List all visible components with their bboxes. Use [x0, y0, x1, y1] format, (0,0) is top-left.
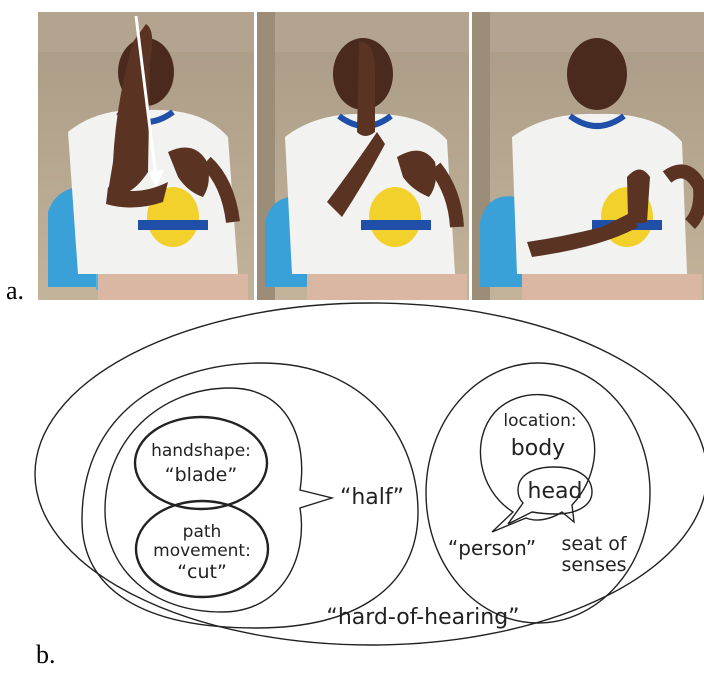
photo-frame-2: [257, 12, 469, 300]
photo-frame-1: [38, 12, 254, 300]
seat-label-line1: seat of: [561, 533, 627, 555]
location-label: location:: [503, 411, 576, 431]
seat-label-line2: senses: [561, 554, 626, 576]
handshape-label: handshape:: [151, 441, 251, 461]
hard-of-hearing-label: “hard-of-hearing”: [326, 605, 519, 630]
half-label: “half”: [340, 485, 404, 510]
location-value: body: [511, 436, 565, 461]
person-label: “person”: [448, 536, 536, 560]
outer-ellipse: [35, 303, 704, 645]
handshape-ellipse: [135, 417, 267, 509]
path-label-line2: movement:: [153, 541, 251, 561]
head-label: head: [528, 479, 583, 504]
path-value: “cut”: [177, 561, 227, 583]
handshape-value: “blade”: [165, 464, 237, 486]
path-label-line1: path: [183, 522, 222, 542]
photo-strip: [38, 12, 704, 300]
photo-frame-3: [472, 12, 704, 300]
blend-diagram: handshape: “blade” path movement: “cut” …: [0, 300, 704, 686]
